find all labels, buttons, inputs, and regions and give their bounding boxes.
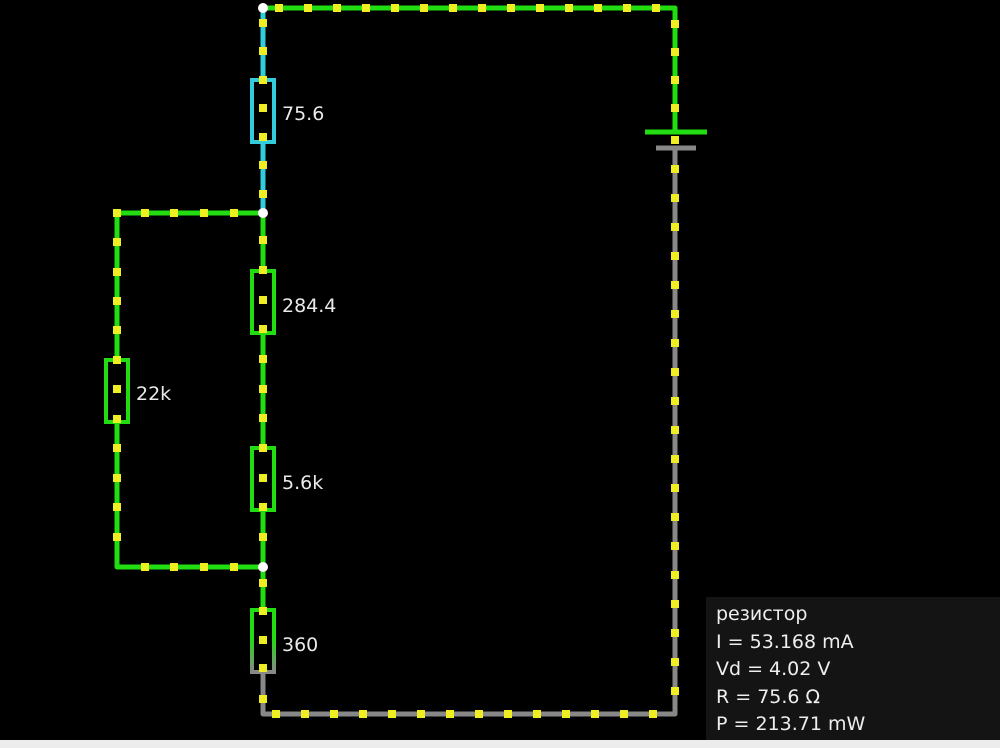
component-info-panel: резистор I = 53.168 mA Vd = 4.02 V R = 7… — [706, 597, 1000, 740]
info-title: резистор — [716, 603, 808, 625]
info-voltage-drop: Vd = 4.02 V — [716, 658, 831, 680]
current-dots — [113, 4, 679, 718]
info-current: I = 53.168 mA — [716, 630, 854, 653]
resistor-label-r5: 360 — [282, 634, 319, 656]
info-resistance: R = 75.6 Ω — [716, 685, 821, 708]
wire-bottom[interactable] — [260, 148, 678, 717]
resistor-label-r4: 22k — [136, 383, 172, 405]
junction-nodes[interactable] — [258, 3, 268, 572]
wire-top[interactable] — [263, 5, 678, 132]
resistor-label-r3: 5.6k — [282, 472, 324, 494]
battery[interactable] — [645, 129, 707, 151]
resistor-label-r2: 284.4 — [282, 295, 337, 317]
info-power: P = 213.71 mW — [716, 713, 866, 735]
resistor-label-r1: 75.6 — [282, 103, 325, 125]
bottom-edge-strip — [0, 740, 1000, 748]
